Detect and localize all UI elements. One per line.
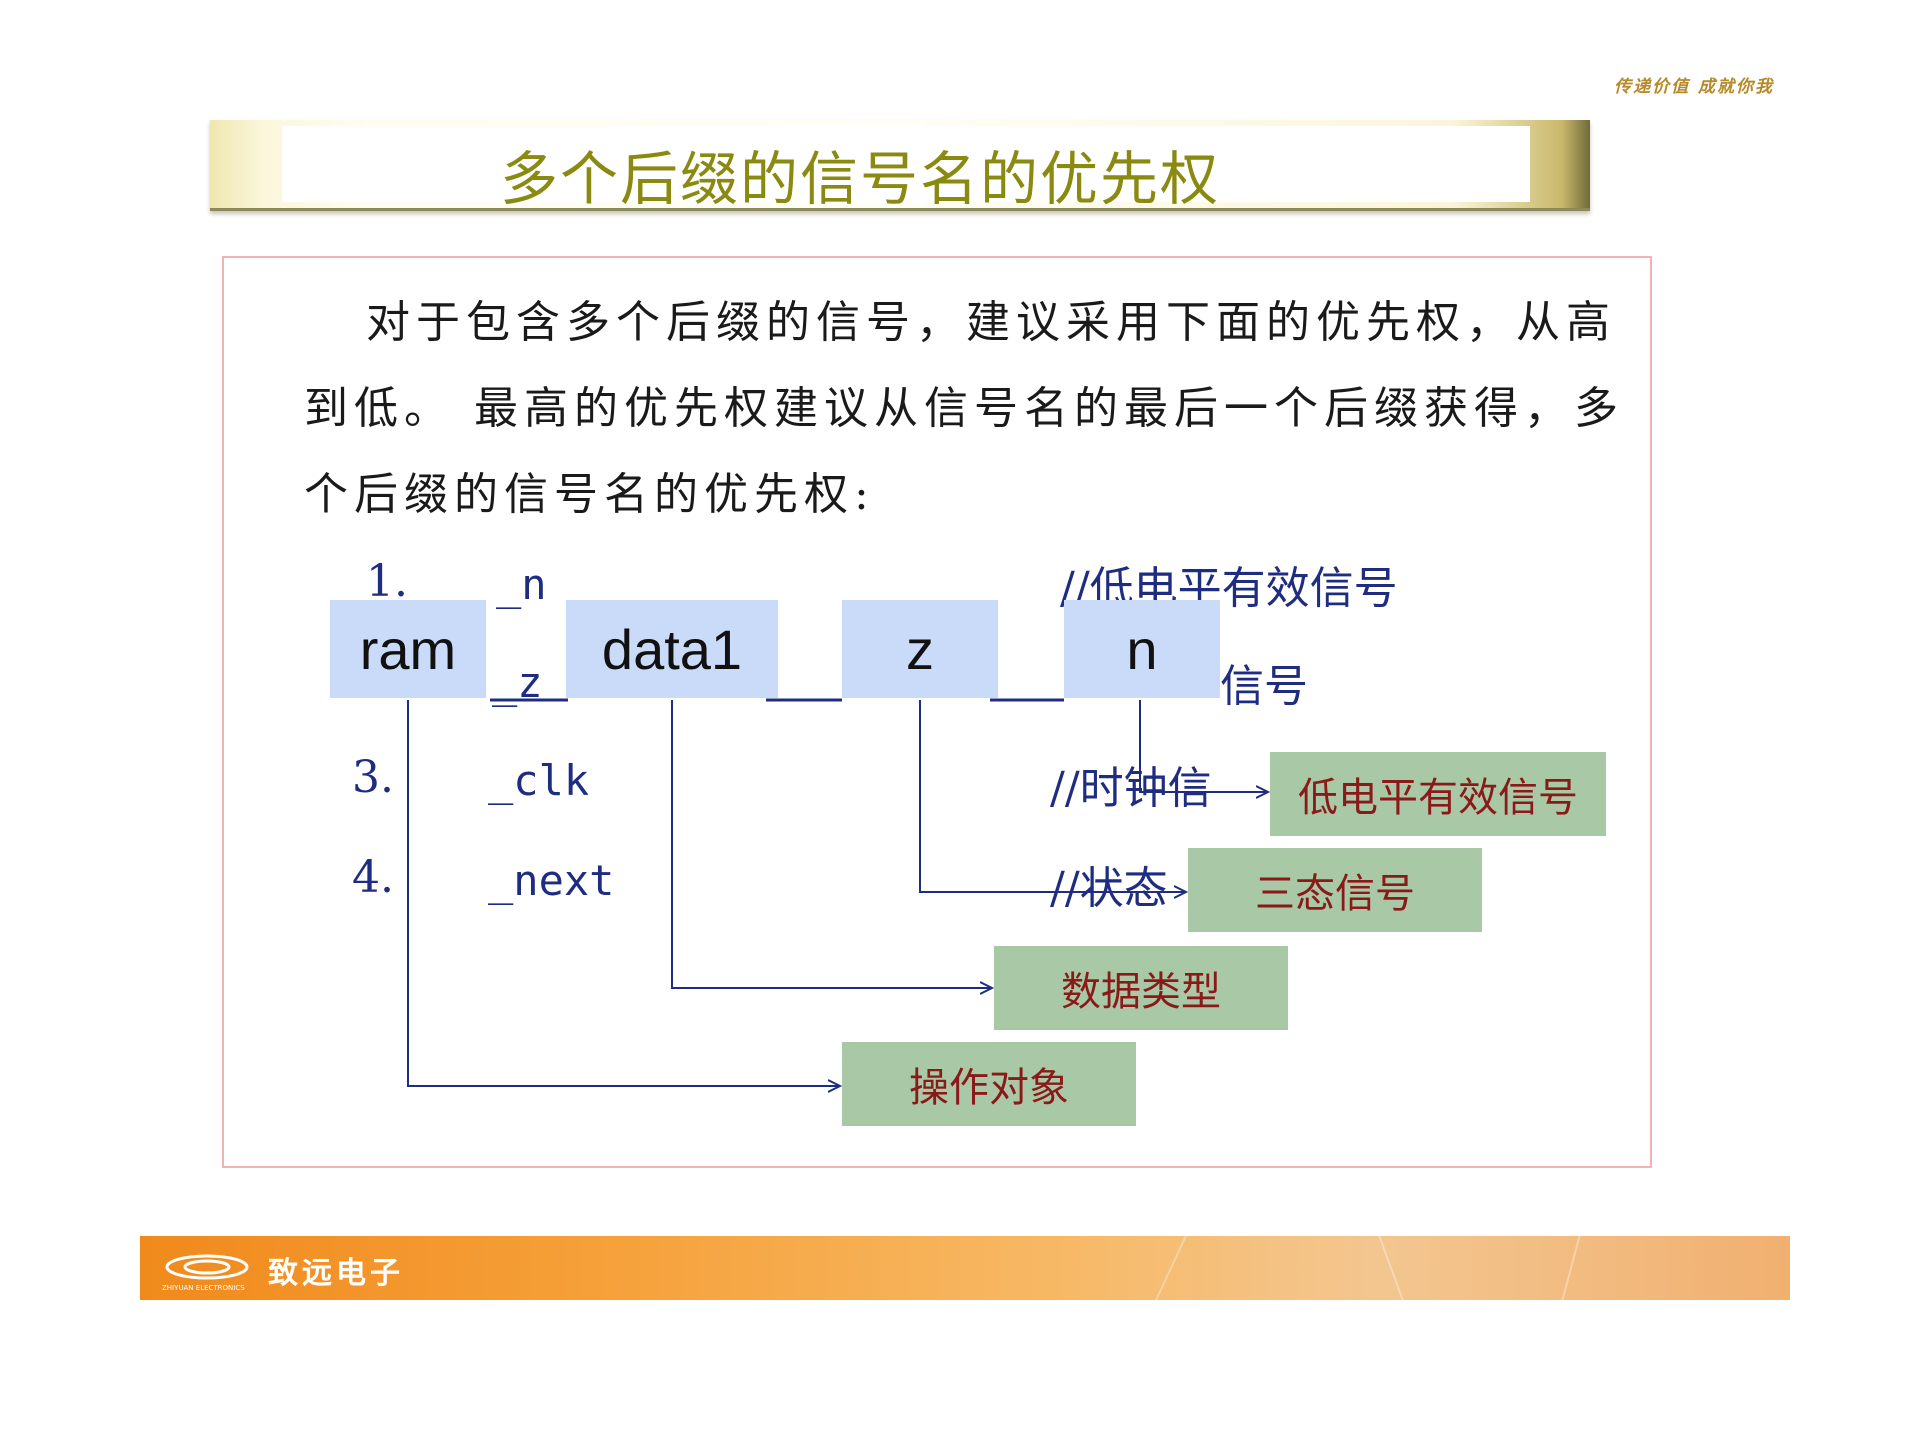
list-number: 3.	[352, 752, 394, 803]
page-title: 多个后缀的信号名的优先权	[500, 145, 1221, 213]
list-suffix: _clk	[488, 756, 590, 805]
signal-part-n: n	[1064, 600, 1220, 698]
list-suffix: _n	[496, 560, 547, 609]
footer-decoration	[1155, 1236, 1187, 1300]
signal-part-data1: data1	[566, 600, 778, 698]
connector-n	[1139, 700, 1268, 792]
list-comment: 信号	[1220, 661, 1308, 712]
signal-part-ram: ram	[330, 600, 486, 698]
label-data-type: 数据类型	[994, 946, 1288, 1030]
list-suffix: _next	[488, 856, 615, 905]
list-comment: //状态	[1050, 863, 1168, 914]
title-inner	[282, 126, 1530, 202]
footer-decoration	[1378, 1236, 1404, 1300]
content-box	[222, 256, 1652, 1168]
company-name: 致远电子	[268, 1256, 404, 1291]
connector-z	[919, 700, 1186, 892]
list-number: 1.	[366, 556, 408, 607]
label-operand: 操作对象	[842, 1042, 1136, 1126]
intro-paragraph: 对于包含多个后缀的信号，建议采用下面的优先权，从高到低。 最高的优先权建议从信号…	[304, 297, 1624, 520]
label-tristate: 三态信号	[1188, 848, 1482, 932]
company-name-en: ZHIYUAN ELECTRONICS	[162, 1284, 245, 1292]
connector-data1	[671, 700, 992, 988]
company-logo-icon	[165, 1254, 249, 1280]
title-bar: 多个后缀的信号名的优先权	[210, 120, 1590, 213]
label-low-active: 低电平有效信号	[1270, 752, 1606, 836]
slogan: 传递价值 成就你我	[1614, 77, 1774, 97]
list-comment: //时钟信	[1050, 763, 1212, 814]
footer-bar: 致远电子 ZHIYUAN ELECTRONICS	[140, 1236, 1790, 1300]
footer-decoration	[1561, 1236, 1581, 1300]
connector-ram	[407, 700, 840, 1086]
signal-part-z: z	[842, 600, 998, 698]
list-number: 4.	[352, 852, 394, 903]
